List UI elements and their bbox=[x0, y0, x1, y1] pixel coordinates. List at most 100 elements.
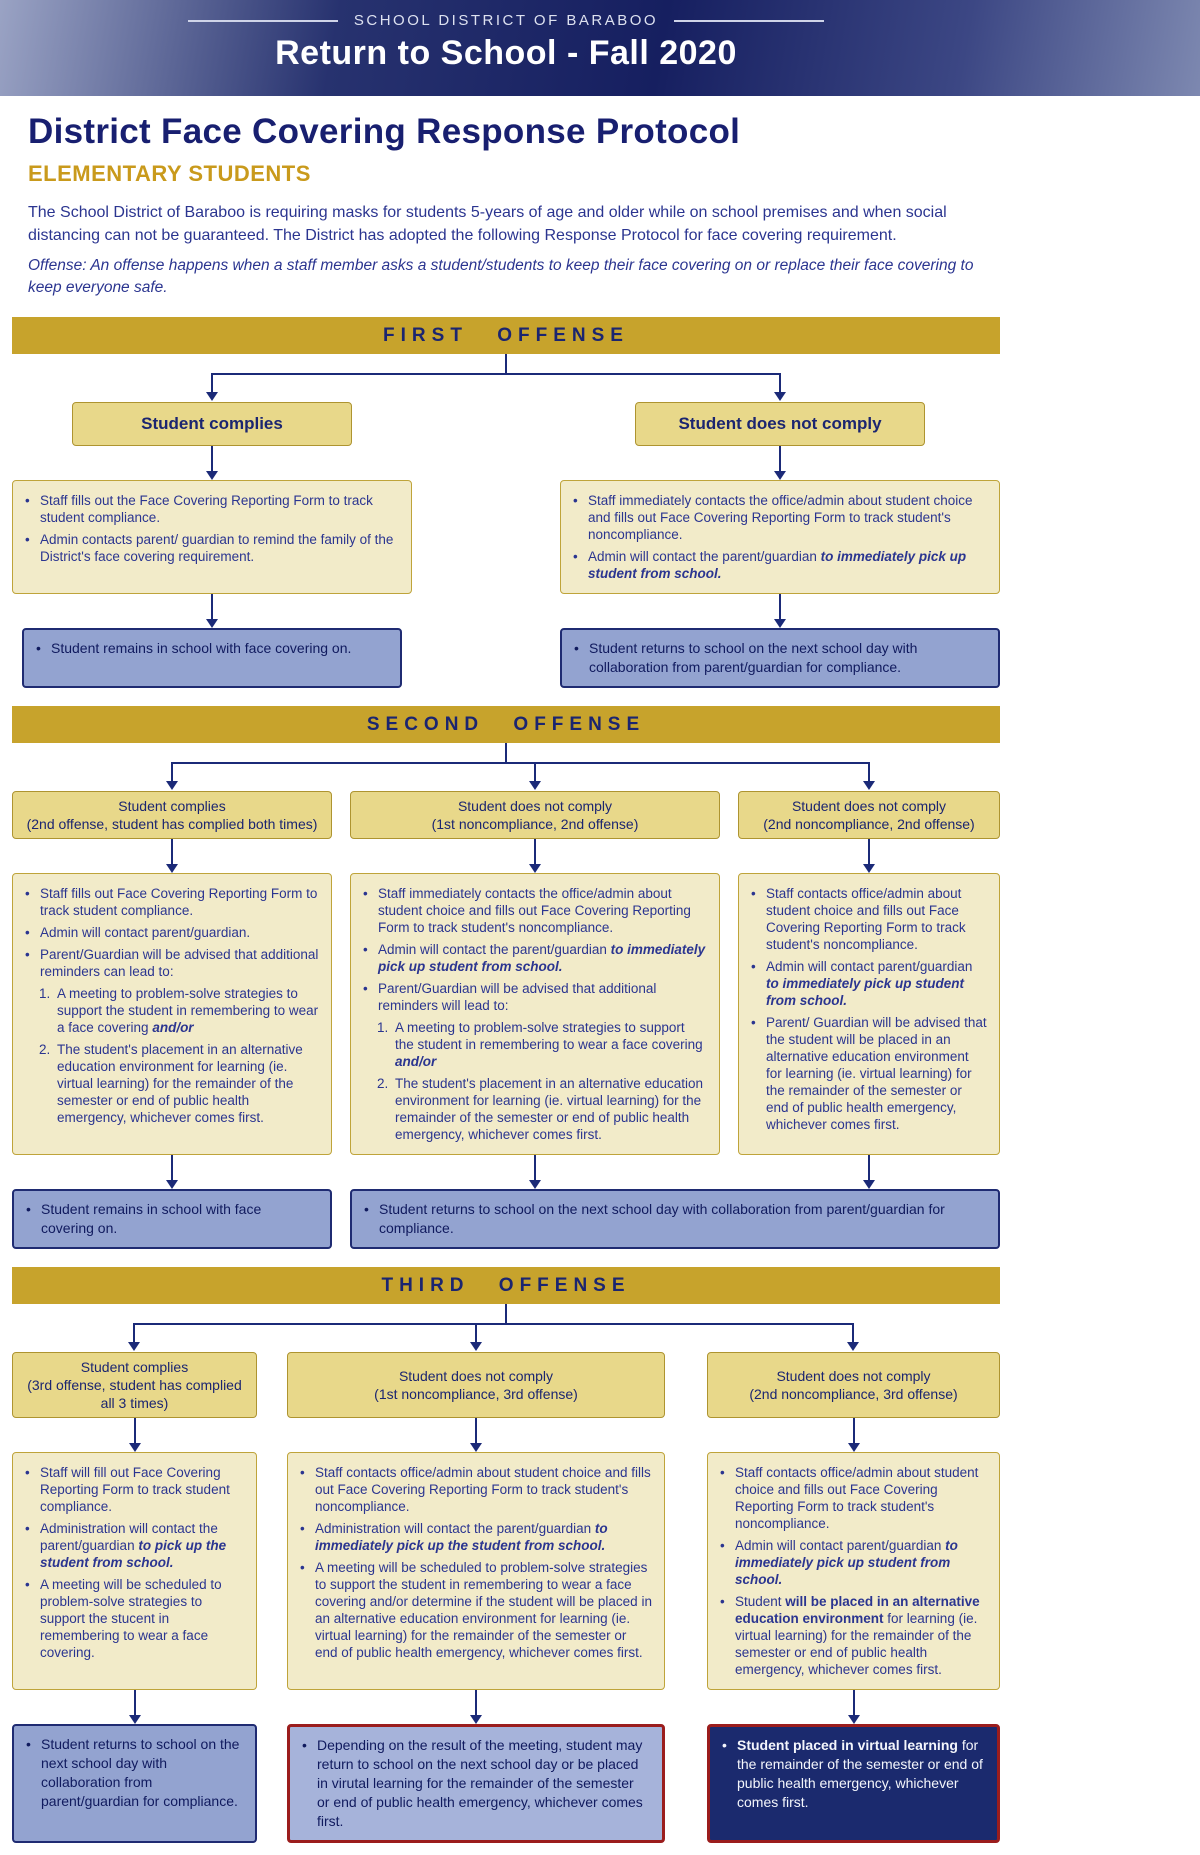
arrow-row bbox=[12, 1155, 1000, 1189]
offense-definition-note: Offense: An offense happens when a staff… bbox=[28, 257, 974, 296]
list-item: • Staff immediately contacts the office/a… bbox=[363, 885, 707, 936]
arrow-row bbox=[12, 594, 1000, 628]
result-row: • Student returns to school on the next s… bbox=[12, 1724, 1000, 1843]
second-offense-section: SECOND OFFENSE Student complies (2nd off… bbox=[12, 706, 1000, 1249]
bullet-marker: • bbox=[26, 1201, 31, 1217]
bullet-marker: • bbox=[25, 1577, 30, 1592]
first-offense-section: FIRST OFFENSE Student complies Student d… bbox=[12, 317, 1000, 688]
connector-line bbox=[505, 1304, 507, 1323]
branch-subtitle: (1st noncompliance, 3rd offense) bbox=[374, 1386, 578, 1402]
branch-student-complies: Student complies bbox=[72, 402, 352, 446]
arrow-row bbox=[12, 446, 1000, 480]
item-text: Student remains in school with face cove… bbox=[51, 640, 352, 656]
down-arrow-icon bbox=[128, 1418, 141, 1452]
branch-header-row: Student complies Student does not comply bbox=[12, 402, 1000, 446]
item-text: Admin will contact parent/guardian to im… bbox=[735, 1538, 958, 1587]
bullet-marker: • bbox=[363, 981, 368, 996]
list-item: 1. A meeting to problem-solve strategies … bbox=[25, 985, 319, 1036]
flow-connector bbox=[12, 354, 1000, 402]
list-item: •Administration will contact the parent/… bbox=[25, 1520, 244, 1571]
branch-noncomply-2nd-3rd: Student does not comply (2nd noncomplian… bbox=[707, 1352, 1000, 1418]
bullet-marker: • bbox=[573, 493, 578, 508]
item-text: Student returns to school on the next sc… bbox=[589, 640, 918, 675]
down-arrow-icon bbox=[166, 839, 178, 873]
branch-title: Student complies bbox=[118, 798, 226, 814]
item-text: A meeting will be scheduled to problem-s… bbox=[315, 1560, 652, 1660]
list-item: •Admin will contact parent/guardian. bbox=[25, 924, 319, 941]
noncomply-result-box: •Student returns to school on the next s… bbox=[560, 628, 1000, 688]
item-text: Staff contacts office/admin about studen… bbox=[315, 1465, 651, 1514]
bullet-marker: • bbox=[300, 1560, 305, 1575]
shared-noncomply-result-box: •Student returns to school on the next s… bbox=[350, 1189, 1000, 1249]
item-text: Student will be placed in an alternative… bbox=[735, 1594, 980, 1677]
item-text: Admin will contact parent/guardian to im… bbox=[766, 959, 973, 1008]
bullet-marker: 1. bbox=[377, 1020, 389, 1035]
bullet-marker: • bbox=[25, 947, 30, 962]
bullet-marker: 2. bbox=[39, 1042, 51, 1057]
list-item: •Student returns to school on the next s… bbox=[26, 1735, 243, 1811]
list-item: • Staff contacts office/admin about stude… bbox=[720, 1464, 987, 1532]
list-item: •Staff contacts office/admin about stude… bbox=[300, 1464, 652, 1515]
list-item: •Student returns to school on the next s… bbox=[574, 639, 986, 677]
district-name-row: SCHOOL DISTRICT OF BARABOO bbox=[0, 12, 1012, 29]
noncomply-1st-detail-box: • Staff immediately contacts the office/a… bbox=[350, 873, 720, 1155]
list-item: • Parent/Guardian will be advised that ad… bbox=[363, 980, 707, 1014]
bullet-marker: 1. bbox=[39, 986, 51, 1001]
list-item: •Staff will fill out Face Covering Repor… bbox=[25, 1464, 244, 1515]
item-text: Admin will contact parent/guardian. bbox=[40, 925, 251, 940]
list-item: •Student remains in school with face cov… bbox=[36, 639, 388, 658]
item-text: Staff contacts office/admin about studen… bbox=[735, 1465, 979, 1531]
complies-detail-box: •Staff fills out the Face Covering Repor… bbox=[12, 480, 412, 594]
bullet-marker: • bbox=[25, 886, 30, 901]
list-item: 1. A meeting to problem-solve strategies … bbox=[363, 1019, 707, 1070]
noncomply-detail-box: •Staff immediately contacts the office/a… bbox=[560, 480, 1000, 594]
branch-header-row: Student complies (3rd offense, student h… bbox=[12, 1352, 1000, 1418]
arrow-row bbox=[12, 1690, 1000, 1724]
down-arrow-icon bbox=[863, 839, 875, 873]
connector-line bbox=[211, 373, 781, 375]
intro-paragraph: The School District of Baraboo is requir… bbox=[28, 204, 947, 244]
branch-complies-2nd: Student complies (2nd offense, student h… bbox=[12, 791, 332, 839]
item-text: Student returns to school on the next sc… bbox=[41, 1736, 240, 1809]
virtual-learning-result-box: •Student placed in virtual learning for … bbox=[707, 1724, 1000, 1843]
bullet-marker: • bbox=[720, 1465, 725, 1480]
bullet-marker: • bbox=[751, 1015, 756, 1030]
meeting-result-box: • Depending on the result of the meeting,… bbox=[287, 1724, 665, 1843]
list-item: •Staff fills out Face Covering Reporting… bbox=[25, 885, 319, 919]
noncomply-2nd-detail-box: •Staff contacts office/admin about stude… bbox=[738, 873, 1000, 1155]
list-item: 2.The student's placement in an alternat… bbox=[25, 1041, 319, 1126]
item-text: Parent/Guardian will be advised that add… bbox=[40, 947, 319, 979]
item-text: Parent/ Guardian will be advised that th… bbox=[766, 1015, 987, 1132]
item-text: Administration will contact the parent/g… bbox=[40, 1521, 227, 1570]
bullet-marker: • bbox=[363, 886, 368, 901]
branch-title: Student complies bbox=[80, 1359, 189, 1375]
item-text: Student returns to school on the next sc… bbox=[379, 1201, 945, 1236]
header-banner: SCHOOL DISTRICT OF BARABOO Return to Sch… bbox=[0, 0, 1200, 96]
page-title: District Face Covering Response Protocol bbox=[28, 112, 741, 151]
bullet-marker: • bbox=[720, 1538, 725, 1553]
item-text: Parent/Guardian will be advised that add… bbox=[378, 981, 657, 1013]
branch-title: Student does not comply bbox=[398, 1368, 554, 1384]
bullet-marker: • bbox=[300, 1521, 305, 1536]
branch-title: Student does not comply bbox=[457, 798, 613, 814]
branch-noncomply-1st-2nd: Student does not comply (1st noncomplian… bbox=[350, 791, 720, 839]
item-text: Staff immediately contacts the office/ad… bbox=[378, 886, 691, 935]
list-item: •Staff fills out the Face Covering Repor… bbox=[25, 492, 399, 526]
connector-line bbox=[171, 762, 869, 764]
down-arrow-icon bbox=[206, 594, 218, 628]
down-arrow-icon bbox=[529, 1155, 541, 1189]
connector-line bbox=[505, 354, 507, 373]
item-text: Depending on the result of the meeting, … bbox=[317, 1737, 643, 1829]
flow-connector bbox=[12, 1304, 1000, 1352]
first-offense-banner: FIRST OFFENSE bbox=[12, 317, 1000, 354]
item-text: A meeting will be scheduled to problem-s… bbox=[40, 1577, 222, 1660]
list-item: •Staff immediately contacts the office/a… bbox=[573, 492, 987, 543]
item-text: A meeting to problem-solve strategies to… bbox=[57, 986, 319, 1035]
item-text: A meeting to problem-solve strategies to… bbox=[395, 1020, 703, 1069]
down-arrow-icon bbox=[529, 839, 541, 873]
complies-detail-box: •Staff fills out Face Covering Reporting… bbox=[12, 873, 332, 1155]
second-offense-banner: SECOND OFFENSE bbox=[12, 706, 1000, 743]
item-text: Staff fills out the Face Covering Report… bbox=[40, 493, 373, 525]
down-arrow-icon bbox=[847, 1690, 860, 1724]
bullet-marker: • bbox=[302, 1737, 307, 1753]
